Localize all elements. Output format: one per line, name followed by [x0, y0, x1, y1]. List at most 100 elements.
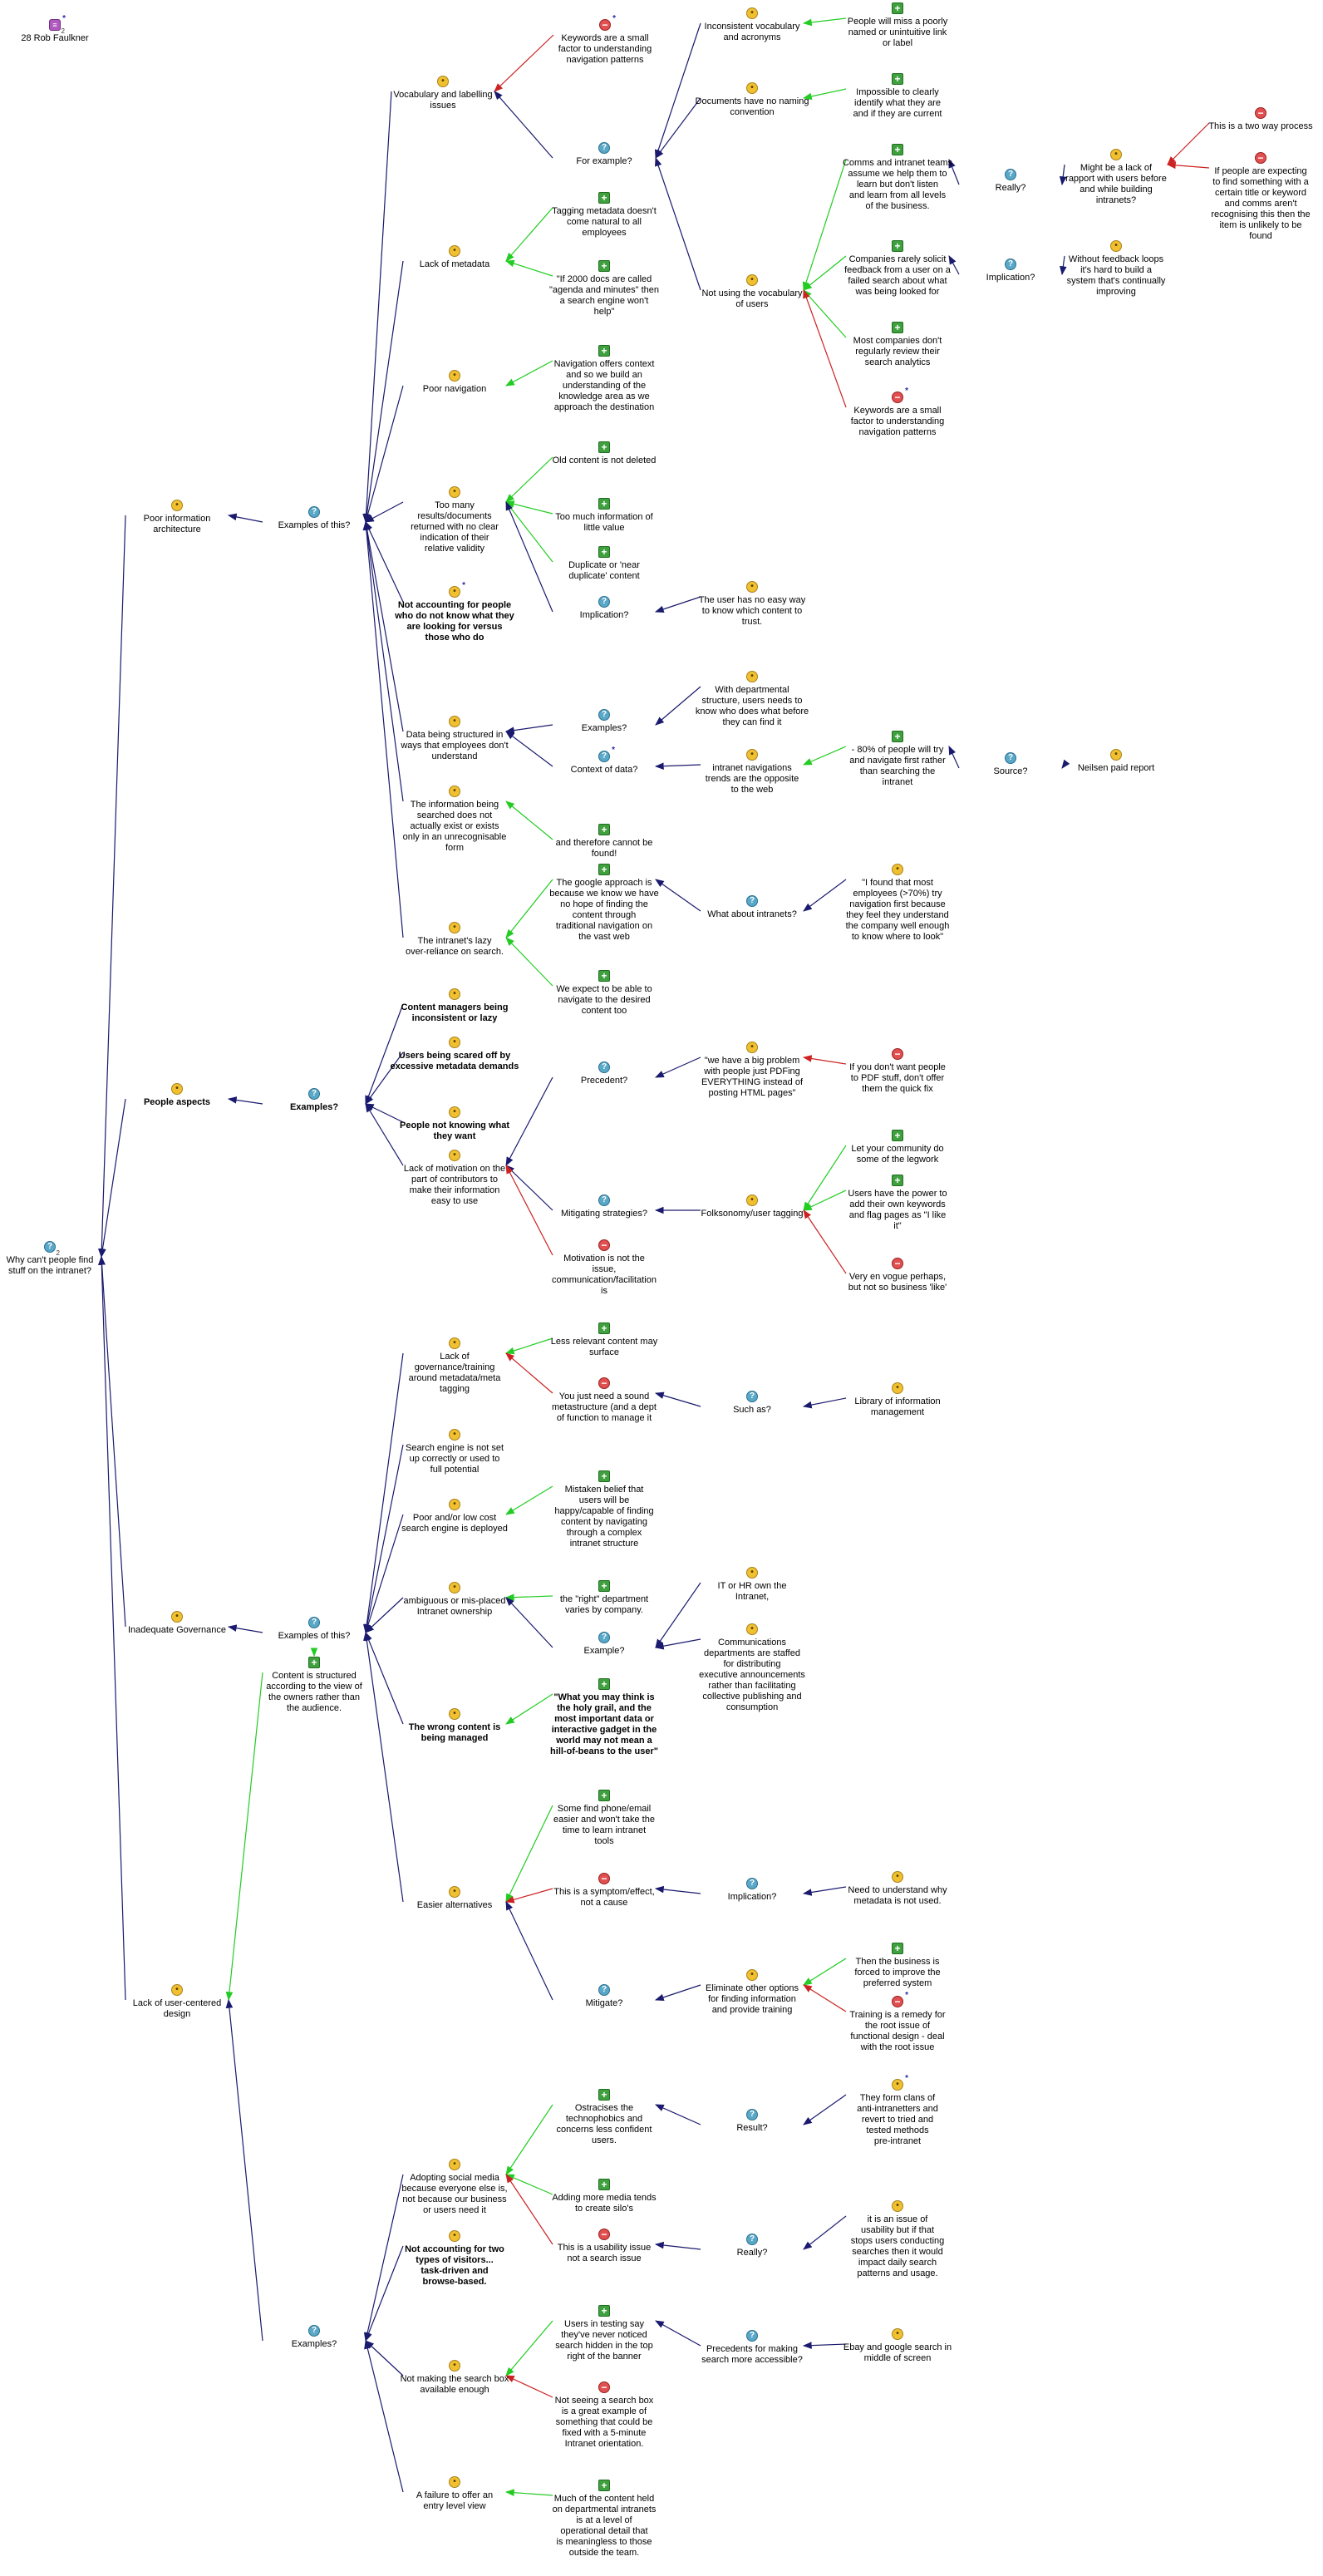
node-cmincon[interactable]: •Content managers being inconsistent or …	[388, 988, 521, 1024]
node-usersin[interactable]: +Users in testing say they've never noti…	[538, 2305, 671, 2362]
node-infobeing[interactable]: •The information being searched does not…	[388, 786, 521, 854]
node-addmore[interactable]: +Adding more media tends to create silo'…	[538, 2179, 671, 2214]
node-ex4[interactable]: ?Examples?	[248, 2325, 381, 2350]
node-rarely[interactable]: +Companies rarely solicit feedback from …	[831, 240, 964, 298]
node-notseeing[interactable]: −Not seeing a search box is a great exam…	[538, 2381, 671, 2450]
node-ithr[interactable]: •IT or HR own the Intranet,	[686, 1567, 819, 1603]
node-twoway[interactable]: −This is a two way process	[1194, 107, 1323, 132]
node-neilsen[interactable]: •Neilsen paid report	[1050, 749, 1183, 774]
node-poorly[interactable]: +People will miss a poorly named or unin…	[831, 2, 964, 49]
node-youjust[interactable]: −You just need a sound metastructure (an…	[538, 1377, 671, 1424]
node-vocab[interactable]: •Vocabulary and labelling issues	[376, 76, 509, 111]
node-really2[interactable]: ?Really?	[686, 2234, 819, 2258]
node-mistaken[interactable]: +Mistaken belief that users will be happ…	[538, 1470, 671, 1549]
node-result[interactable]: ?Result?	[686, 2109, 819, 2134]
node-notmaking[interactable]: •Not making the search box available eno…	[388, 2360, 521, 2396]
node-ifound[interactable]: •"I found that most employees (>70%) try…	[831, 864, 964, 943]
node-somefind[interactable]: +Some find phone/email easier and won't …	[538, 1790, 671, 1847]
node-agenda[interactable]: +"If 2000 docs are called "agenda and mi…	[538, 260, 671, 318]
node-toomuch[interactable]: +Too much information of little value	[538, 498, 671, 534]
node-feedback[interactable]: •Without feedback loops it's hard to bui…	[1050, 240, 1183, 298]
node-senot[interactable]: •Search engine is not set up correctly o…	[388, 1429, 521, 1475]
node-gov[interactable]: •Inadequate Governance	[111, 1611, 243, 1636]
node-clans[interactable]: •*They form clans of anti-intranetters a…	[831, 2075, 964, 2147]
node-lackgov[interactable]: •Lack of governance/training around meta…	[388, 1337, 521, 1395]
node-adopt[interactable]: •Adopting social media because everyone …	[388, 2159, 521, 2216]
node-impl1[interactable]: ?Implication?	[944, 259, 1077, 283]
node-envogue[interactable]: −Very en vogue perhaps, but not so busin…	[831, 1258, 964, 1293]
node-dontwant[interactable]: −If you don't want people to PDF stuff, …	[831, 1048, 964, 1095]
node-cannot[interactable]: +and therefore cannot be found!	[538, 824, 671, 859]
node-poornav[interactable]: •Poor navigation	[388, 370, 521, 395]
node-library[interactable]: •Library of information management	[831, 1382, 964, 1418]
node-failure[interactable]: •A failure to offer an entry level view	[388, 2476, 521, 2512]
node-docnc[interactable]: •Documents have no naming convention	[686, 82, 819, 118]
node-mitig[interactable]: ?Mitigating strategies?	[538, 1194, 671, 1219]
node-thenbiz[interactable]: +Then the business is forced to improve …	[831, 1943, 964, 1989]
node-scared[interactable]: •Users being scared off by excessive met…	[388, 1037, 521, 1072]
node-impl2[interactable]: ?Implication?	[538, 596, 671, 621]
node-navoff[interactable]: +Navigation offers context and so we bui…	[538, 345, 671, 413]
node-lackmeta[interactable]: •Lack of metadata	[388, 245, 521, 270]
node-dup[interactable]: +Duplicate or 'near duplicate' content	[538, 546, 671, 582]
node-right[interactable]: +the "right" department varies by compan…	[538, 1580, 671, 1616]
node-commdep[interactable]: •Communications departments are staffed …	[686, 1623, 819, 1713]
node-holygrail[interactable]: +"What you may think is the holy grail, …	[538, 1678, 671, 1757]
node-muchof[interactable]: +Much of the content held on departmenta…	[538, 2480, 671, 2559]
node-symptom[interactable]: −This is a symptom/effect, not a cause	[538, 1873, 671, 1909]
node-google[interactable]: +The google approach is because we know …	[538, 864, 671, 943]
node-cstruct[interactable]: +Content is structured according to the …	[248, 1657, 381, 1714]
node-pdf[interactable]: •"we have a big problem with people just…	[686, 1042, 819, 1099]
node-suchas[interactable]: ?Such as?	[686, 1391, 819, 1416]
node-notknow[interactable]: •People not knowing what they want	[388, 1106, 521, 1142]
node-pia[interactable]: •Poor information architecture	[111, 500, 243, 535]
node-poorse[interactable]: •Poor and/or low cost search engine is d…	[388, 1499, 521, 1534]
node-datastr[interactable]: •Data being structured in ways that empl…	[388, 716, 521, 762]
node-ebay[interactable]: •Ebay and google search in middle of scr…	[831, 2328, 964, 2364]
node-kw1[interactable]: −*Keywords are a small factor to underst…	[539, 15, 671, 66]
node-noeasy[interactable]: •The user has no easy way to know which …	[686, 581, 819, 628]
node-whatint[interactable]: ?What about intranets?	[686, 895, 819, 920]
node-tagging[interactable]: +Tagging metadata doesn't come natural t…	[538, 192, 671, 239]
node-oldc[interactable]: +Old content is not deleted	[538, 441, 671, 466]
node-preced2[interactable]: ?Precedents for making search more acces…	[686, 2330, 819, 2366]
node-comms[interactable]: +Comms and intranet teams assume we help…	[831, 144, 964, 212]
node-kw2[interactable]: −*Keywords are a small factor to underst…	[831, 387, 964, 438]
node-ex3[interactable]: ?Examples of this?	[248, 1617, 381, 1642]
node-training[interactable]: −*Training is a remedy for the root issu…	[831, 1992, 964, 2053]
node-folks[interactable]: •Folksonomy/user tagging	[686, 1194, 819, 1219]
node-ucd[interactable]: •Lack of user-centered design	[111, 1984, 243, 2020]
node-weexp[interactable]: +We expect to be able to navigate to the…	[538, 970, 671, 1017]
node-impl3[interactable]: ?Implication?	[686, 1878, 819, 1903]
node-source[interactable]: ?Source?	[944, 752, 1077, 777]
node-twotypes[interactable]: •Not accounting for two types of visitor…	[388, 2230, 521, 2288]
node-toomany[interactable]: •Too many results/documents returned wit…	[388, 486, 521, 554]
node-letcom[interactable]: +Let your community do some of the legwo…	[831, 1130, 964, 1165]
node-exq2[interactable]: ?Example?	[538, 1632, 671, 1657]
node-usab[interactable]: −This is a usability issue not a search …	[538, 2229, 671, 2264]
node-rapport[interactable]: •Might be a lack of rapport with users b…	[1050, 149, 1183, 206]
node-ifpeople[interactable]: −If people are expecting to find somethi…	[1194, 152, 1323, 242]
node-easyalt[interactable]: •Easier alternatives	[388, 1886, 521, 1911]
node-wrongc[interactable]: •The wrong content is being managed	[388, 1708, 521, 1744]
node-exq[interactable]: ?Examples?	[538, 709, 671, 734]
node-usershave[interactable]: +Users have the power to add their own k…	[831, 1175, 964, 1232]
node-incon[interactable]: •Inconsistent vocabulary and acronyms	[686, 7, 819, 43]
node-deptstr[interactable]: •With departmental structure, users need…	[686, 671, 819, 728]
node-peo[interactable]: •People aspects	[111, 1083, 243, 1108]
node-lazy[interactable]: •The intranet's lazy over-reliance on se…	[388, 922, 521, 958]
node-itisan[interactable]: •it is an issue of usability but if that…	[831, 2200, 964, 2279]
node-ostr[interactable]: +Ostracises the technophobics and concer…	[538, 2089, 671, 2146]
node-lackmot[interactable]: •Lack of motivation on the part of contr…	[388, 1150, 521, 1207]
node-ambig[interactable]: •ambiguous or mis-placed Intranet owners…	[388, 1582, 521, 1618]
node-forex[interactable]: ?For example?	[538, 142, 671, 167]
node-ex2[interactable]: ?Examples?	[248, 1088, 381, 1113]
node-elim[interactable]: •Eliminate other options for finding inf…	[686, 1969, 819, 2016]
node-notacc[interactable]: •*Not accounting for people who do not k…	[388, 582, 521, 643]
node-notvoc[interactable]: •Not using the vocabulary of users	[686, 274, 819, 310]
node-really1[interactable]: ?Really?	[944, 169, 1077, 194]
node-motnot[interactable]: −Motivation is not the issue, communicat…	[538, 1239, 671, 1297]
node-ex1[interactable]: ?Examples of this?	[248, 506, 381, 531]
